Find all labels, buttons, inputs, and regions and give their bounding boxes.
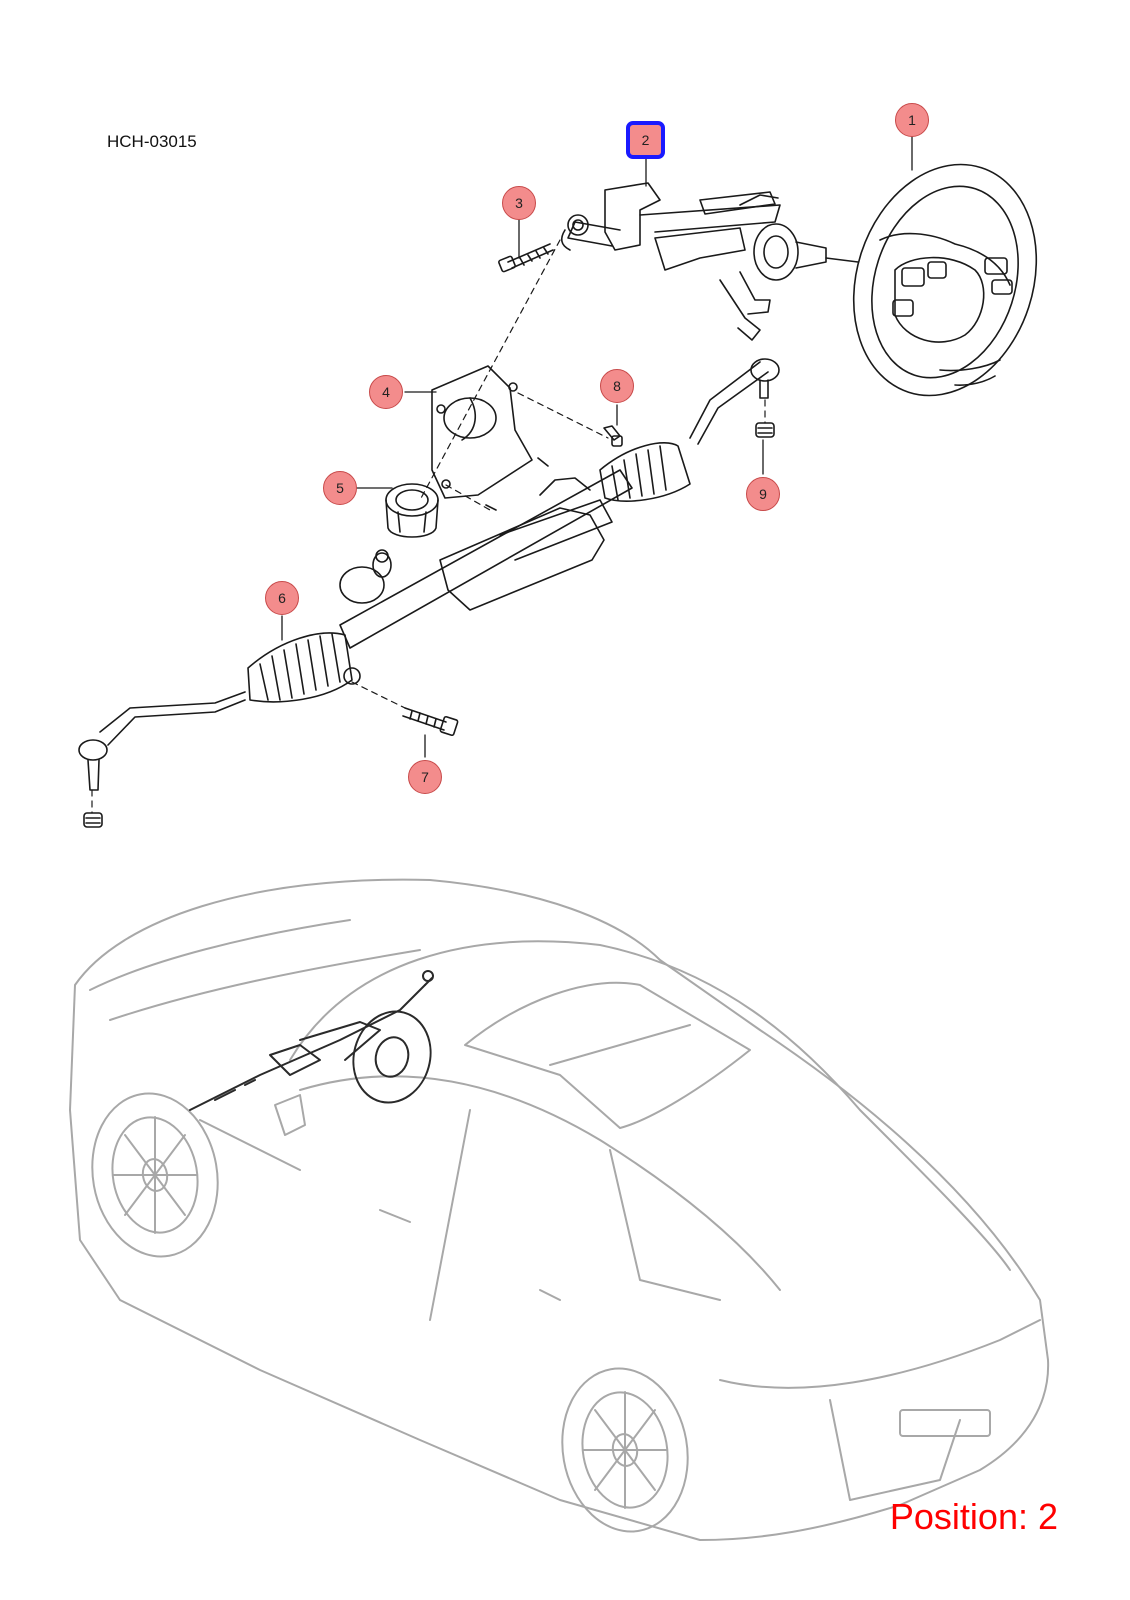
callout-5[interactable]: 5 xyxy=(323,471,357,505)
steering-assembly-art xyxy=(78,136,1038,828)
column-bolt-drawing xyxy=(498,243,554,273)
callout-6-number: 6 xyxy=(278,590,286,606)
callout-5-number: 5 xyxy=(336,480,344,496)
gear-mounting-bolt-drawing xyxy=(402,707,459,737)
steering-column-drawing xyxy=(560,182,827,341)
steering-wheel-drawing xyxy=(825,163,1038,397)
callout-8-number: 8 xyxy=(613,378,621,394)
callout-1[interactable]: 1 xyxy=(895,103,929,137)
callout-7-number: 7 xyxy=(421,769,429,785)
boot-seal-drawing xyxy=(385,483,439,538)
callout-2-selected[interactable]: 2 xyxy=(626,121,665,159)
callout-3-number: 3 xyxy=(515,195,523,211)
callout-1-number: 1 xyxy=(908,112,916,128)
leader-lines xyxy=(281,136,913,758)
callout-4-number: 4 xyxy=(382,384,390,400)
callout-2-number: 2 xyxy=(641,132,650,148)
callout-6[interactable]: 6 xyxy=(265,581,299,615)
diagram-code-label: HCH-03015 xyxy=(107,132,197,151)
vehicle-steering-highlight xyxy=(189,970,434,1111)
callout-9-number: 9 xyxy=(759,486,767,502)
vehicle-locator-art xyxy=(69,878,1050,1541)
callout-8[interactable]: 8 xyxy=(600,369,634,403)
callout-9[interactable]: 9 xyxy=(746,477,780,511)
dash-cover-plate-drawing xyxy=(431,365,549,511)
plate-bolt-drawing xyxy=(603,425,623,447)
position-label: Position: 2 xyxy=(889,1496,1058,1537)
alignment-lines xyxy=(91,239,766,814)
callout-4[interactable]: 4 xyxy=(369,375,403,409)
callout-7[interactable]: 7 xyxy=(408,760,442,794)
steering-gear-drawing xyxy=(78,358,780,791)
callout-3[interactable]: 3 xyxy=(502,186,536,220)
